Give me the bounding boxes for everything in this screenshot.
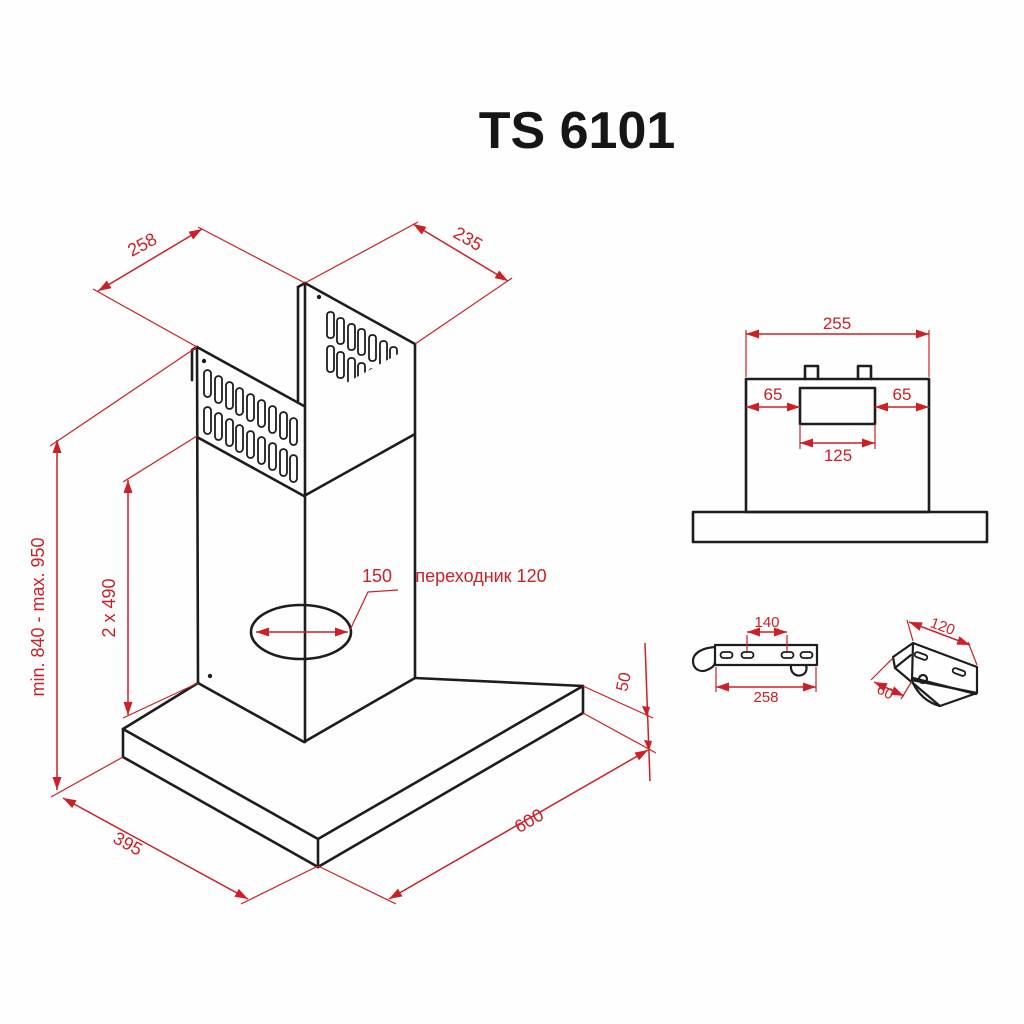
dim-label-depth-left: 258 bbox=[124, 229, 160, 261]
bracket-bar bbox=[713, 643, 819, 667]
dim-label-offset-right: 65 bbox=[893, 385, 912, 404]
dim-label-duct-width: 255 bbox=[823, 314, 851, 333]
corner-bracket-dimensions: 120 60 bbox=[870, 615, 978, 704]
bracket-slot bbox=[913, 651, 929, 661]
dim-label-outlet-width: 125 bbox=[824, 446, 852, 465]
leader-line-150 bbox=[349, 589, 399, 631]
vent-slots-left-face bbox=[203, 369, 298, 483]
dim-label-base-width: 600 bbox=[511, 805, 547, 837]
bracket-hook-right bbox=[789, 663, 808, 677]
outlet-opening bbox=[798, 386, 877, 426]
arrowhead bbox=[644, 740, 652, 751]
bracket-flange bbox=[891, 641, 942, 708]
screw-holes bbox=[201, 294, 322, 679]
mounting-tab bbox=[803, 364, 820, 381]
hood-base bbox=[691, 510, 989, 544]
bracket-hole bbox=[917, 673, 929, 685]
bracket-flange-edge bbox=[894, 653, 913, 669]
dim-label-height-range: min. 840 - max. 950 bbox=[28, 537, 48, 696]
page-title: TS 6101 bbox=[479, 102, 676, 160]
bracket-hook-left bbox=[691, 645, 717, 673]
corner-bracket-view: 120 60 bbox=[870, 615, 979, 708]
wall-bracket-view: 140 258 bbox=[691, 614, 819, 706]
adapter-label: переходник 120 bbox=[415, 566, 546, 586]
bracket-lip bbox=[910, 679, 979, 708]
dim-label-hole-spacing: 140 bbox=[754, 614, 779, 631]
base-plate-outline bbox=[121, 676, 585, 869]
arrowhead bbox=[642, 706, 650, 717]
front-view-dimensions: 255 65 65 125 bbox=[745, 314, 930, 465]
bracket-fold-line bbox=[911, 676, 978, 696]
vent-slots-right-face bbox=[326, 311, 398, 402]
bracket-slots bbox=[719, 651, 814, 659]
dim-label-base-depth: 395 bbox=[110, 828, 146, 860]
dim-label-hole-diameter: 150 bbox=[362, 566, 392, 586]
wall-bracket-dimensions: 140 258 bbox=[715, 614, 817, 706]
iso-view bbox=[121, 281, 585, 869]
dim-label-duct-sections: 2 x 490 bbox=[99, 578, 119, 637]
dim-label-bracket-depth: 60 bbox=[874, 681, 897, 704]
chimney-duct-outline bbox=[190, 281, 417, 744]
front-view: 255 65 65 125 bbox=[691, 314, 989, 544]
flue-hole-ellipse bbox=[249, 603, 353, 661]
dim-label-bracket-width: 120 bbox=[928, 615, 957, 640]
dim-label-base-thickness: 50 bbox=[612, 671, 635, 693]
mounting-tab bbox=[856, 364, 873, 381]
bracket-slot bbox=[951, 667, 967, 677]
dim-label-offset-left: 65 bbox=[764, 385, 783, 404]
dim-label-bracket-length: 258 bbox=[753, 689, 778, 706]
